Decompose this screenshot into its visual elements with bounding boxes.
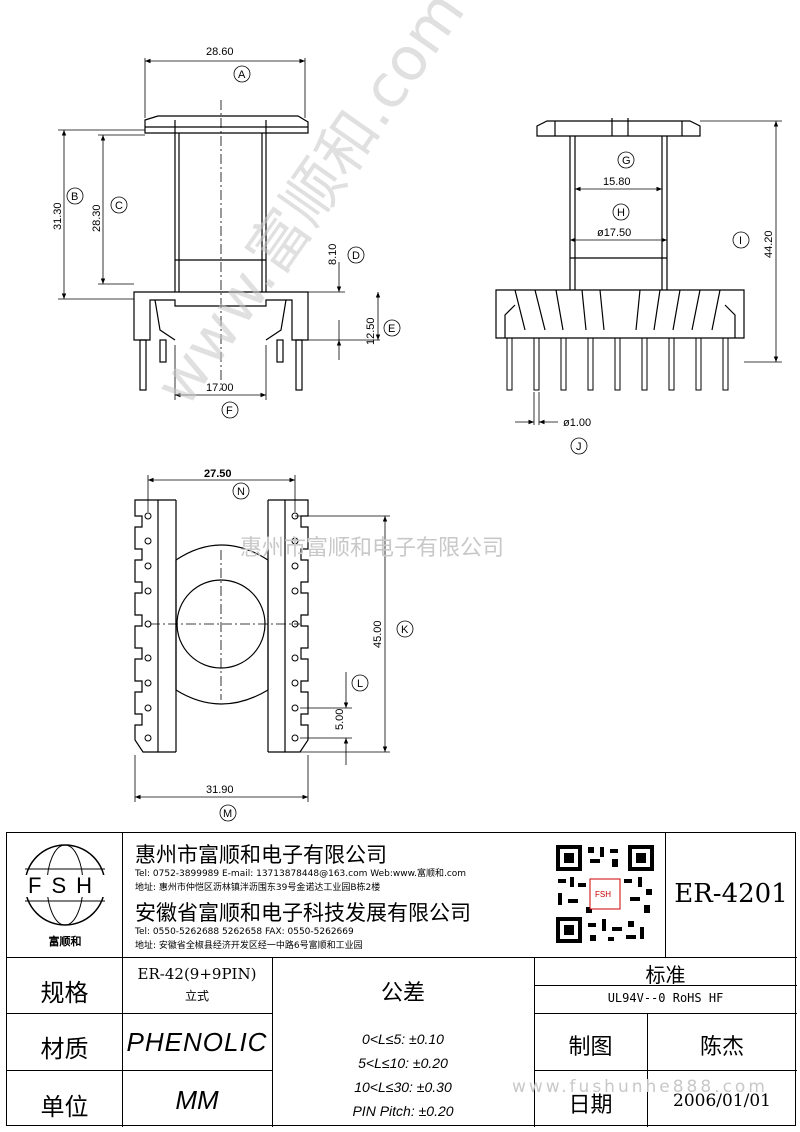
bottom-view-dimensions xyxy=(134,475,390,802)
tolerance-line: 0<L≤5: ±0.10 xyxy=(362,1031,444,1047)
globe-icon xyxy=(21,844,109,926)
logo-name: 富顺和 xyxy=(48,935,82,948)
unit-value: MM xyxy=(175,1085,219,1115)
technical-drawing: 28.60 31.30 28.30 8.10 12.50 17.00 15.80… xyxy=(52,46,782,822)
company-logo: FSH 富顺和 xyxy=(19,839,111,951)
dim-value-J: ø1.00 xyxy=(563,417,591,429)
dim-value-H: ø17.50 xyxy=(597,227,631,239)
spec-label: 规格 xyxy=(40,979,89,1007)
side-view xyxy=(495,118,745,339)
dim-value-G: 15.80 xyxy=(603,176,631,188)
svg-text:M: M xyxy=(223,808,232,820)
qr-code-icon: FSH xyxy=(554,843,656,945)
dim-value-E: 12.50 xyxy=(365,317,377,345)
tolerance-label: 公差 xyxy=(380,981,425,1006)
footer-watermark: www.fushunhe888.com xyxy=(512,1077,768,1097)
dim-value-B: 31.30 xyxy=(52,202,64,230)
dim-value-K: 45.00 xyxy=(372,620,384,648)
side-view-pins xyxy=(506,337,729,391)
dim-value-F: 17.00 xyxy=(206,382,234,394)
dimension-markers: A B C D E F G H I J N K L M xyxy=(66,65,750,822)
logo-letters: FSH xyxy=(28,873,102,898)
material-value: PHENOLIC xyxy=(126,1027,268,1057)
side-view-dimensions xyxy=(515,120,782,425)
bottom-view-pin-holes xyxy=(144,512,299,742)
material-label: 材质 xyxy=(40,1035,89,1063)
title-block: FSH 富顺和 惠州市富顺和电子有限公司 Tel: 0752-3899989 E… xyxy=(6,832,797,1127)
marker-N: N xyxy=(232,482,250,500)
svg-text:L: L xyxy=(357,678,363,690)
front-view xyxy=(133,100,309,391)
marker-J: J xyxy=(570,437,588,455)
company2-name: 安徽省富顺和电子科技发展有限公司 xyxy=(135,901,471,925)
marker-G: G xyxy=(617,151,635,169)
company1-contact: Tel: 0752-3899989 E-mail: 13713878448@16… xyxy=(135,869,467,879)
company2-address: 地址: 安徽省全椒县经济开发区经一中路6号富顺和工业园 xyxy=(135,941,363,951)
svg-text:FSH: FSH xyxy=(595,890,611,899)
standard-value: UL94V--0 RoHS HF xyxy=(607,991,724,1005)
marker-L: L xyxy=(351,674,369,692)
spec-sub: 立式 xyxy=(184,989,209,1003)
svg-text:C: C xyxy=(115,200,123,212)
svg-text:I: I xyxy=(739,235,742,247)
svg-text:F: F xyxy=(226,405,233,417)
dim-value-N: 27.50 xyxy=(204,468,232,480)
marker-F: F xyxy=(221,401,239,419)
svg-text:N: N xyxy=(237,486,245,498)
bottom-view xyxy=(134,499,309,753)
tolerance-line: PIN Pitch: ±0.20 xyxy=(352,1103,454,1119)
svg-text:J: J xyxy=(576,441,582,453)
dimension-labels: 28.60 31.30 28.30 8.10 12.50 17.00 15.80… xyxy=(52,46,775,796)
front-view-dimensions xyxy=(58,58,381,400)
svg-text:K: K xyxy=(401,624,409,636)
unit-label: 单位 xyxy=(40,1093,89,1121)
marker-H: H xyxy=(612,203,630,221)
marker-A: A xyxy=(233,65,251,83)
svg-text:D: D xyxy=(352,250,360,262)
date-label: 日期 xyxy=(568,1093,613,1118)
tolerance-line: 5<L≤10: ±0.20 xyxy=(358,1055,448,1071)
marker-K: K xyxy=(396,620,414,638)
dim-value-M: 31.90 xyxy=(206,784,234,796)
company1-address: 地址: 惠州市仲恺区沥林镇泮沥围东39号金诺达工业园B栋2楼 xyxy=(135,883,381,893)
part-number: ER-4201 xyxy=(674,879,788,909)
marker-C: C xyxy=(110,196,128,214)
drawn-value: 陈杰 xyxy=(699,1035,744,1060)
tolerance-lines: 0<L≤5: ±0.10 5<L≤10: ±0.20 10<L≤30: ±0.3… xyxy=(272,1027,534,1123)
dim-value-D: 8.10 xyxy=(327,244,339,265)
marker-D: D xyxy=(347,246,365,264)
date-value: 2006/01/01 xyxy=(673,1091,771,1111)
svg-text:B: B xyxy=(71,191,78,203)
company1-name: 惠州市富顺和电子有限公司 xyxy=(135,843,387,867)
marker-I: I xyxy=(732,231,750,249)
standard-label: 标准 xyxy=(645,963,686,987)
svg-text:G: G xyxy=(622,155,631,167)
marker-B: B xyxy=(66,187,84,205)
marker-M: M xyxy=(219,804,237,822)
svg-text:A: A xyxy=(238,69,246,81)
svg-text:E: E xyxy=(388,323,395,335)
svg-text:H: H xyxy=(617,207,625,219)
marker-E: E xyxy=(383,319,401,337)
spec-value: ER-42(9+9PIN) xyxy=(137,965,257,983)
tolerance-line: 10<L≤30: ±0.30 xyxy=(354,1079,452,1095)
dim-value-L: 5.00 xyxy=(334,709,346,730)
dim-value-C: 28.30 xyxy=(91,204,103,232)
company2-contact: Tel: 0550-5262688 5262658 FAX: 0550-5262… xyxy=(135,927,354,937)
dim-value-I: 44.20 xyxy=(763,230,775,258)
dim-value-A: 28.60 xyxy=(206,46,234,58)
drawn-label: 制图 xyxy=(568,1035,613,1060)
center-watermark: 惠州市富顺和电子有限公司 xyxy=(240,536,505,561)
